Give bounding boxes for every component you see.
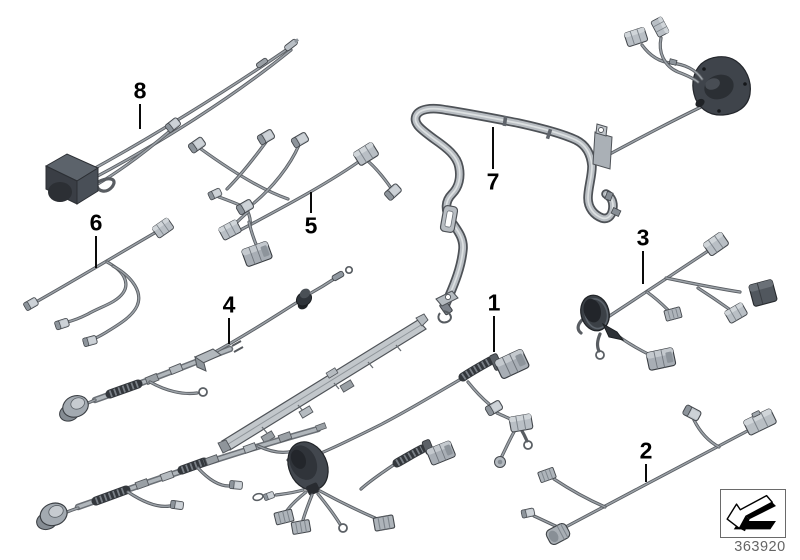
callout-5-number[interactable]: 5: [304, 212, 318, 239]
callout-4-leader-line: [228, 318, 230, 344]
callout-3-leader-line: [642, 251, 644, 284]
callout-4-number[interactable]: 4: [222, 291, 236, 318]
harness-6-illustration: [22, 216, 175, 348]
harness-5-illustration: [187, 128, 403, 268]
callout-2-leader-line: [645, 464, 647, 482]
diagram-part-number: 363920: [734, 539, 786, 555]
callout-1-number[interactable]: 1: [487, 289, 501, 316]
callout-1-leader-line: [493, 316, 495, 352]
harness-8-illustration: [44, 38, 300, 205]
callout-3-number[interactable]: 3: [636, 224, 650, 251]
callout-8-leader-line: [139, 104, 141, 129]
callout-8-number[interactable]: 8: [133, 77, 147, 104]
callout-5-leader-line: [310, 192, 312, 213]
harness-4-illustration: [31, 265, 429, 533]
callout-7-leader-line: [492, 127, 494, 169]
callout-2-number[interactable]: 2: [639, 437, 653, 464]
callout-6-number[interactable]: 6: [89, 209, 103, 236]
cross-reference-arrow-icon: [726, 494, 776, 532]
harness-1-illustration: [252, 347, 534, 535]
harness-2-illustration: [520, 403, 777, 546]
callout-6-leader-line: [95, 236, 97, 268]
callout-7-number[interactable]: 7: [486, 168, 500, 195]
harness-7-illustration: [410, 15, 751, 324]
harness-3-illustration: [576, 230, 778, 372]
cross-reference-box[interactable]: [720, 489, 786, 538]
